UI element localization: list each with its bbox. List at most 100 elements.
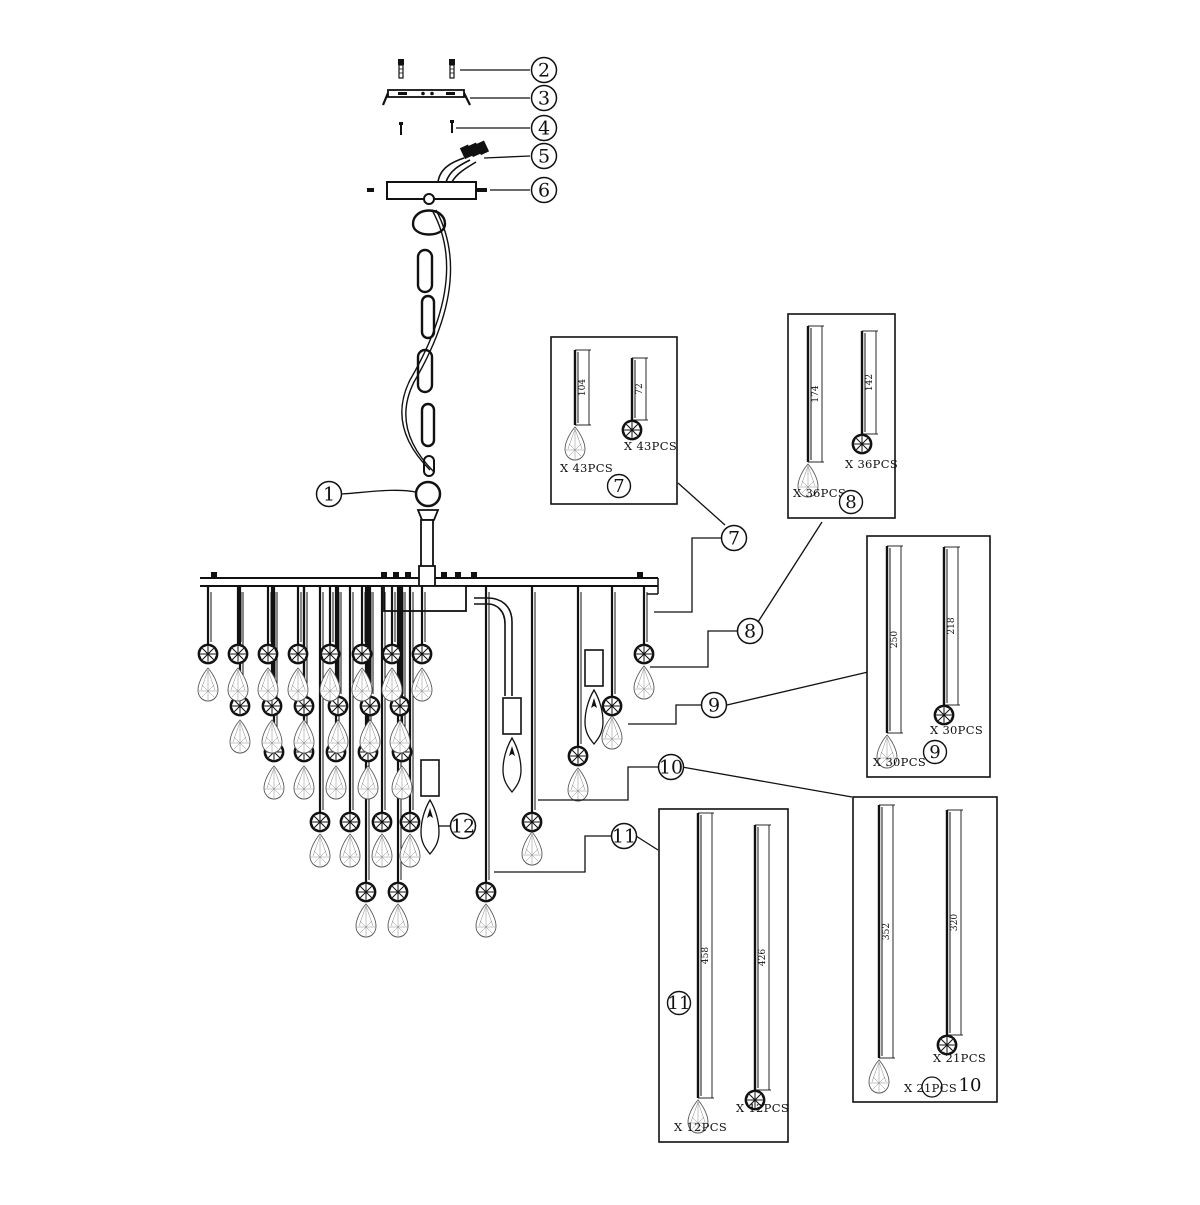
box-number-circle	[922, 739, 948, 765]
teardrop-crystal	[371, 833, 393, 868]
callout-label: 2	[538, 60, 550, 82]
rail-nut	[455, 572, 461, 578]
teardrop-crystal	[411, 667, 433, 702]
callout-circle	[530, 142, 558, 170]
callout-label: 7	[728, 528, 740, 550]
octagon-bead	[355, 881, 377, 903]
callout-circle	[657, 753, 685, 781]
rail-nut	[405, 572, 411, 578]
drop-quantity: X 43PCS	[560, 461, 613, 475]
octagon-bead	[287, 643, 309, 665]
callout-circle	[610, 822, 638, 850]
box-number-circle	[606, 473, 632, 499]
rail-nuts	[211, 572, 643, 578]
callout-label: 1	[323, 484, 335, 506]
callout-11: 11	[610, 822, 638, 850]
octagon-bead	[399, 811, 421, 833]
teardrop-crystal	[229, 719, 251, 754]
callout-circle	[736, 617, 764, 645]
callout-circle	[530, 84, 558, 112]
detail-box-11: 458 426 X 12PCS X 12PCS 11	[658, 808, 789, 1143]
callout-3: 3	[530, 84, 558, 112]
rail-nut	[211, 572, 217, 578]
chain	[401, 193, 452, 569]
octagon-bead	[319, 643, 341, 665]
drop-quantity: X 12PCS	[674, 1120, 727, 1134]
box-number: 9	[929, 742, 940, 763]
drop-quantity: X 21PCS	[904, 1081, 957, 1095]
bead-length-label: 218	[947, 617, 957, 634]
teardrop-crystal	[227, 667, 249, 702]
bracket-screws	[398, 119, 455, 136]
octagon-bead	[227, 643, 249, 665]
box-number: 7	[613, 476, 624, 497]
drop-quantity: X 30PCS	[873, 755, 926, 769]
callout-label: 12	[451, 816, 475, 838]
teardrop-crystal	[355, 903, 377, 938]
drop-length-label: 104	[578, 379, 588, 396]
teardrop-crystal	[633, 665, 655, 700]
octagon-bead	[521, 811, 543, 833]
octagon-bead	[633, 643, 655, 665]
drop-length-label: 352	[882, 923, 892, 940]
callout-label: 10	[659, 757, 683, 779]
bead-quantity: X 36PCS	[845, 457, 898, 471]
drop-length-label: 458	[701, 947, 711, 964]
callout-2: 2	[530, 56, 558, 84]
bead-length-label: 320	[950, 914, 960, 931]
box-number: 8	[845, 492, 856, 513]
teardrop-crystal	[339, 833, 361, 868]
mounting-bracket	[381, 89, 471, 106]
octagon-bead	[257, 643, 279, 665]
rail-nut	[637, 572, 643, 578]
callout-circle	[530, 114, 558, 142]
wire-connector	[437, 140, 490, 183]
rail-nut	[441, 572, 447, 578]
octagon-bead	[339, 811, 361, 833]
crystal-rods	[206, 586, 648, 882]
callout-12: 12	[449, 812, 477, 840]
callout-1: 1	[315, 480, 343, 508]
callout-label: 3	[538, 88, 550, 110]
callout-5: 5	[530, 142, 558, 170]
callout-circle	[449, 812, 477, 840]
bead-quantity: X 12PCS	[736, 1101, 789, 1115]
octagon-bead	[601, 695, 623, 717]
rail-nut	[381, 572, 387, 578]
teardrop-crystal	[387, 903, 409, 938]
callout-6: 6	[530, 176, 558, 204]
drop-length-label: 250	[890, 631, 900, 648]
octagon-bead	[387, 881, 409, 903]
mounting-bolts	[397, 58, 456, 79]
callout-label: 9	[708, 695, 720, 717]
teardrop-crystal	[325, 765, 347, 800]
callout-10: 10	[657, 753, 685, 781]
bead-quantity: X 43PCS	[624, 439, 677, 453]
rail-nut	[471, 572, 477, 578]
teardrop-crystal	[567, 767, 589, 802]
box-number: 11	[668, 993, 691, 1014]
octagon-bead	[197, 643, 219, 665]
bead-length-label: 142	[865, 374, 875, 391]
teardrop-crystal	[399, 833, 421, 868]
callout-circle	[315, 480, 343, 508]
callout-circle	[530, 176, 558, 204]
bead-quantity: X 30PCS	[930, 723, 983, 737]
teardrop-crystal	[197, 667, 219, 702]
callout-circle	[530, 56, 558, 84]
bead-length-label: 72	[635, 383, 645, 394]
teardrop-crystal	[475, 903, 497, 938]
bead-quantity: X 21PCS	[933, 1051, 986, 1065]
detail-box-frame	[658, 808, 789, 1143]
octagon-bead	[351, 643, 373, 665]
box-number-circle	[838, 489, 864, 515]
bead-length-label: 426	[758, 949, 768, 966]
octagon-bead	[475, 881, 497, 903]
octagon-bead	[567, 745, 589, 767]
octagon-bead	[411, 643, 433, 665]
